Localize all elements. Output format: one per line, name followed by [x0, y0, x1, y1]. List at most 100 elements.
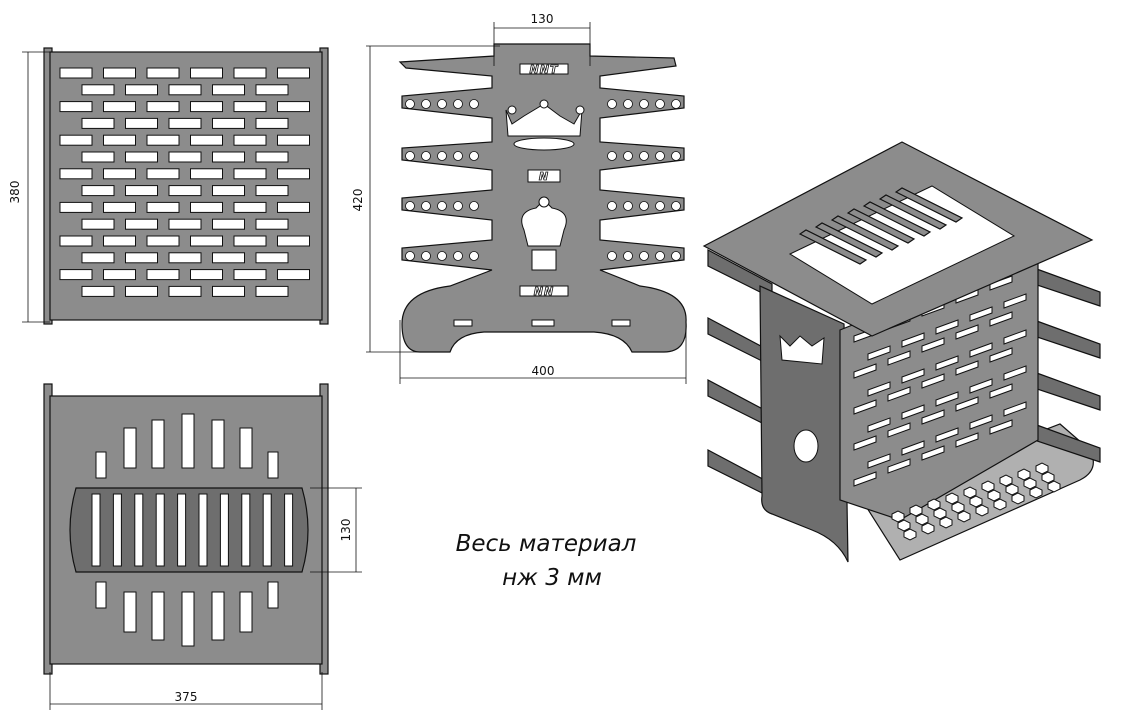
iso-brick-slot	[921, 409, 945, 425]
brick-slot	[125, 218, 158, 230]
diamond-slot-top	[123, 427, 137, 469]
tooth-notch	[437, 251, 447, 261]
grate-bar-slots	[91, 493, 294, 567]
front-panel-view	[43, 47, 329, 325]
brick-slot	[233, 235, 267, 247]
tooth-notch	[623, 251, 633, 261]
iso-hex-hole	[1011, 492, 1025, 505]
brick-slot	[190, 269, 223, 281]
brick-slot	[212, 218, 245, 230]
iso-brick-slot	[1003, 401, 1027, 417]
iso-hex-hole	[1035, 462, 1049, 475]
side-panel-teeth	[405, 99, 681, 261]
iso-side-emblems	[779, 334, 825, 463]
emblem-middle-text: N	[539, 170, 549, 183]
tooth-notch	[639, 151, 649, 161]
iso-hex-hole	[915, 513, 929, 526]
brick-slot	[146, 201, 180, 213]
diamond-slot-top	[95, 451, 107, 479]
iso-brick-slot	[887, 458, 911, 474]
dimension-bottom-width: 375	[49, 672, 323, 710]
dimension-label-130-top: 130	[531, 12, 554, 26]
iso-brick-slot	[989, 383, 1013, 399]
dimension-label-400: 400	[532, 364, 555, 378]
iso-top-grate-slots	[798, 187, 964, 265]
brick-slot	[277, 235, 310, 247]
brick-slot	[168, 117, 202, 129]
brick-slot	[168, 84, 202, 96]
tooth-notch	[655, 201, 665, 211]
iso-hex-hole	[909, 504, 923, 517]
tooth-notch	[421, 251, 431, 261]
brick-slot	[212, 252, 245, 264]
brick-slot	[103, 269, 136, 281]
iso-brick-slot	[955, 360, 979, 376]
iso-brick-slot	[867, 381, 891, 397]
iso-hex-hole	[945, 492, 959, 505]
brick-slot	[125, 151, 158, 163]
diamond-slot-top	[211, 419, 225, 469]
brick-slot	[212, 151, 245, 163]
diamond-slot-bottom	[239, 591, 253, 633]
tooth-notch	[469, 151, 479, 161]
isometric-assembly-view	[702, 141, 1101, 563]
tooth-notch	[469, 99, 479, 109]
iso-hex-hole	[975, 504, 989, 517]
brick-slot	[81, 218, 115, 230]
iso-right-fin	[1033, 371, 1101, 411]
brick-slot	[190, 235, 223, 247]
brick-slot	[168, 252, 202, 264]
side-panel-view: NNT N NN	[398, 43, 687, 353]
iso-hex-hole	[1047, 480, 1061, 493]
dimension-side-width: 400	[399, 320, 687, 384]
grate-bar-slot	[112, 493, 122, 567]
dimension-side-height: 420	[351, 45, 500, 353]
brick-slot	[125, 285, 158, 297]
brick-slot	[59, 67, 93, 79]
diamond-slot-top	[181, 413, 195, 469]
dimension-front-height: 380	[8, 51, 50, 323]
tooth-notch	[405, 99, 415, 109]
iso-left-side-panel	[759, 285, 849, 563]
diamond-slot-top	[151, 419, 165, 469]
iso-top-grate-slot	[798, 229, 868, 265]
brick-slot	[255, 285, 289, 297]
iso-top-grate-slot	[830, 215, 900, 251]
tooth-notch	[453, 151, 463, 161]
grate-oval	[69, 487, 309, 573]
iso-brick-slot	[1003, 365, 1027, 381]
tooth-notch	[671, 151, 681, 161]
iso-brick-slot	[887, 350, 911, 366]
tooth-notch	[421, 151, 431, 161]
grate-bar-slot	[284, 493, 294, 567]
diamond-slot-bottom	[151, 591, 165, 641]
iso-brick-slot	[853, 399, 877, 415]
diamond-slot-bottom	[123, 591, 137, 633]
tooth-notch	[639, 201, 649, 211]
iso-top-grate-slot	[846, 208, 916, 244]
iso-hex-hole	[897, 519, 911, 532]
iso-hex-hole	[927, 498, 941, 511]
brick-slot	[190, 168, 223, 180]
iso-top-grate-slot	[814, 222, 884, 258]
tooth-notch	[671, 251, 681, 261]
iso-brick-slot	[887, 422, 911, 438]
tooth-notch	[405, 251, 415, 261]
brick-slot	[81, 185, 115, 197]
dimension-side-slot-width: 130	[493, 12, 591, 66]
base-slot-right	[611, 319, 631, 327]
tooth-notch	[671, 99, 681, 109]
tooth-notch	[437, 99, 447, 109]
diamond-slot-top	[239, 427, 253, 469]
brick-slot	[81, 285, 115, 297]
brick-slot	[146, 269, 180, 281]
tooth-notch	[437, 151, 447, 161]
tooth-notch	[639, 251, 649, 261]
brick-slot	[190, 134, 223, 146]
iso-hex-hole	[987, 489, 1001, 502]
iso-hex-hole	[891, 510, 905, 523]
iso-hex-hole	[939, 516, 953, 529]
brick-slot	[255, 151, 289, 163]
grate-bar-slot	[262, 493, 272, 567]
